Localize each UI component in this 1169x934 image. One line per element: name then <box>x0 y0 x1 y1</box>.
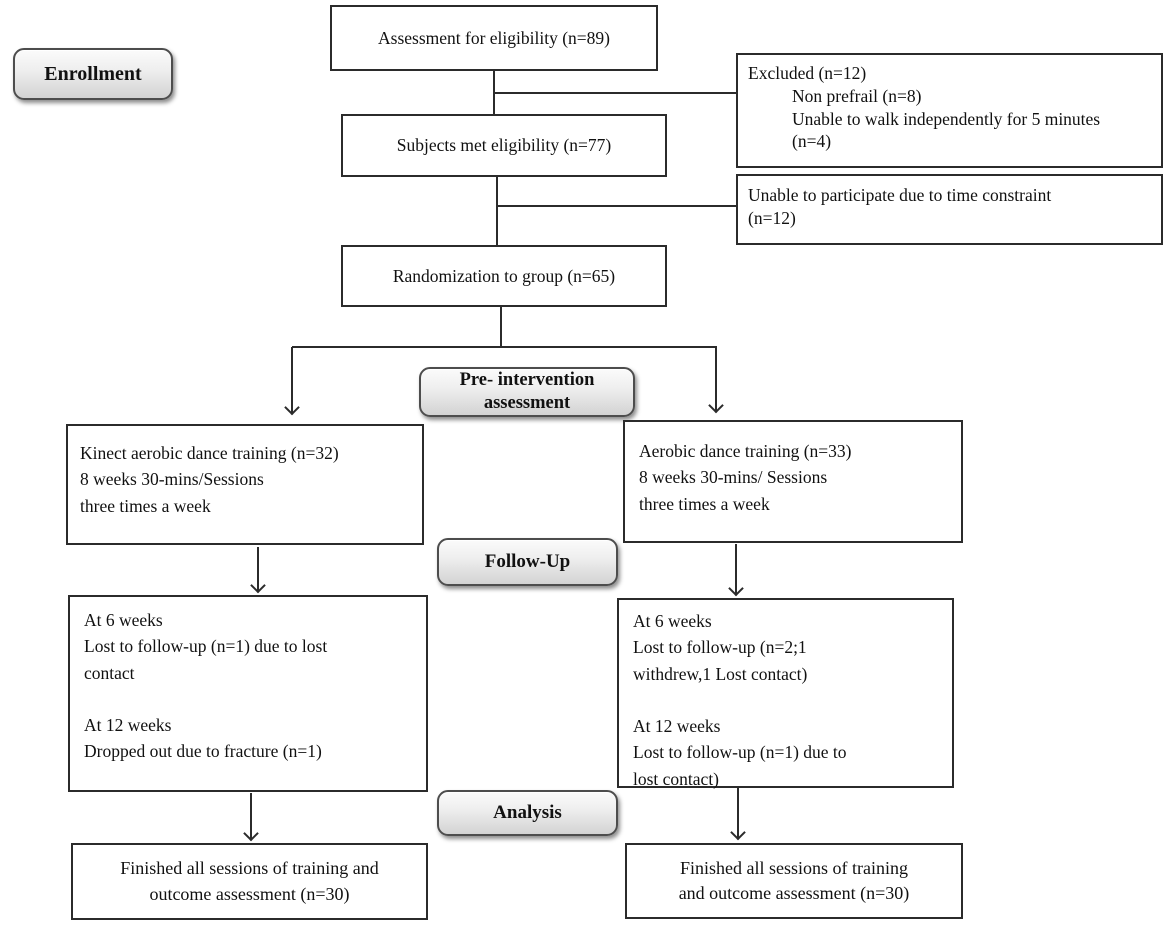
arrow-kinect-group-to-followup <box>257 547 259 591</box>
connector-subjects-to-randomization <box>496 177 498 245</box>
box-line: At 6 weeks <box>633 611 712 631</box>
box-line: contact <box>84 662 135 683</box>
subjects-eligibility-box: Subjects met eligibility (n=77) <box>341 114 667 177</box>
box-line: Lost to follow-up (n=2;1 <box>633 637 807 658</box>
box-line: Dropped out due to fracture (n=1) <box>84 741 322 762</box>
box-line: Randomization to group (n=65) <box>392 265 616 286</box>
stage-label-text: Enrollment <box>44 62 142 85</box>
aerobic-group-box: Aerobic dance training (n=33) 8 weeks 30… <box>623 420 963 543</box>
arrow-aerobic-followup-to-final <box>737 788 739 838</box>
box-line: Kinect aerobic dance training (n=32) <box>80 443 339 463</box>
box-line: Assessment for eligibility (n=89) <box>378 27 610 48</box>
box-line: Finished all sessions of training <box>680 857 908 878</box>
box-line <box>633 687 938 713</box>
stage-label-text: Pre- intervention <box>459 369 595 390</box>
box-line: Unable to walk independently for 5 minut… <box>792 108 1101 129</box>
box-line: withdrew,1 Lost contact) <box>633 663 808 684</box>
box-line: Subjects met eligibility (n=77) <box>396 135 612 156</box>
stage-label-text: assessment <box>483 393 571 413</box>
arrow-split-to-aerobic-group <box>715 347 717 411</box>
box-line: three times a week <box>80 495 211 516</box>
aerobic-final-box: Finished all sessions of training and ou… <box>625 843 963 919</box>
box-line: 8 weeks 30-mins/ Sessions <box>639 467 828 488</box>
box-line: Finished all sessions of training and <box>120 858 379 879</box>
kinect-followup-box: At 6 weeks Lost to follow-up (n=1) due t… <box>68 595 428 792</box>
time-constraint-box: Unable to participate due to time constr… <box>736 174 1163 245</box>
box-line: lost contact) <box>633 768 720 789</box>
excluded-box: Excluded (n=12) Non prefrail (n=8) Unabl… <box>736 53 1163 168</box>
stage-label-text: Analysis <box>493 802 562 823</box>
arrow-aerobic-group-to-followup <box>735 544 737 594</box>
box-line: At 12 weeks <box>84 715 172 735</box>
box-line: Non prefrail (n=8) <box>792 85 922 106</box>
box-line <box>84 686 412 712</box>
box-line: (n=4) <box>792 131 832 152</box>
randomization-box: Randomization to group (n=65) <box>341 245 667 307</box>
box-line: three times a week <box>639 493 770 514</box>
box-line: Lost to follow-up (n=1) due to lost <box>84 636 328 657</box>
box-line: At 6 weeks <box>84 610 163 630</box>
pre-intervention-stage-label: Pre- intervention assessment <box>419 367 635 417</box>
box-line: Aerobic dance training (n=33) <box>639 441 852 461</box>
connector-branch-to-time-constraint <box>497 205 737 207</box>
box-line: 8 weeks 30-mins/Sessions <box>80 469 264 490</box>
connector-split-bar <box>292 346 717 348</box>
aerobic-followup-box: At 6 weeks Lost to follow-up (n=2;1 with… <box>617 598 954 789</box>
box-line: (n=12) <box>748 207 796 228</box>
connector-randomization-to-split <box>500 307 502 347</box>
arrow-kinect-followup-to-final <box>250 793 252 839</box>
connector-branch-to-excluded <box>494 92 737 94</box>
enrollment-stage-label: Enrollment <box>13 48 173 100</box>
box-line: At 12 weeks <box>633 716 721 736</box>
follow-up-stage-label: Follow-Up <box>437 538 618 586</box>
kinect-group-box: Kinect aerobic dance training (n=32) 8 w… <box>66 424 424 545</box>
analysis-stage-label: Analysis <box>437 790 618 836</box>
kinect-final-box: Finished all sessions of training and ou… <box>71 843 428 920</box>
box-line: Unable to participate due to time constr… <box>748 185 1052 205</box>
box-line: Excluded (n=12) <box>748 63 867 83</box>
box-line: and outcome assessment (n=30) <box>678 883 910 903</box>
arrow-split-to-kinect-group <box>291 347 293 413</box>
box-line: outcome assessment (n=30) <box>149 883 350 904</box>
box-line: Lost to follow-up (n=1) due to <box>633 742 847 763</box>
assessment-eligibility-box: Assessment for eligibility (n=89) <box>330 5 658 71</box>
stage-label-text: Follow-Up <box>484 551 571 572</box>
